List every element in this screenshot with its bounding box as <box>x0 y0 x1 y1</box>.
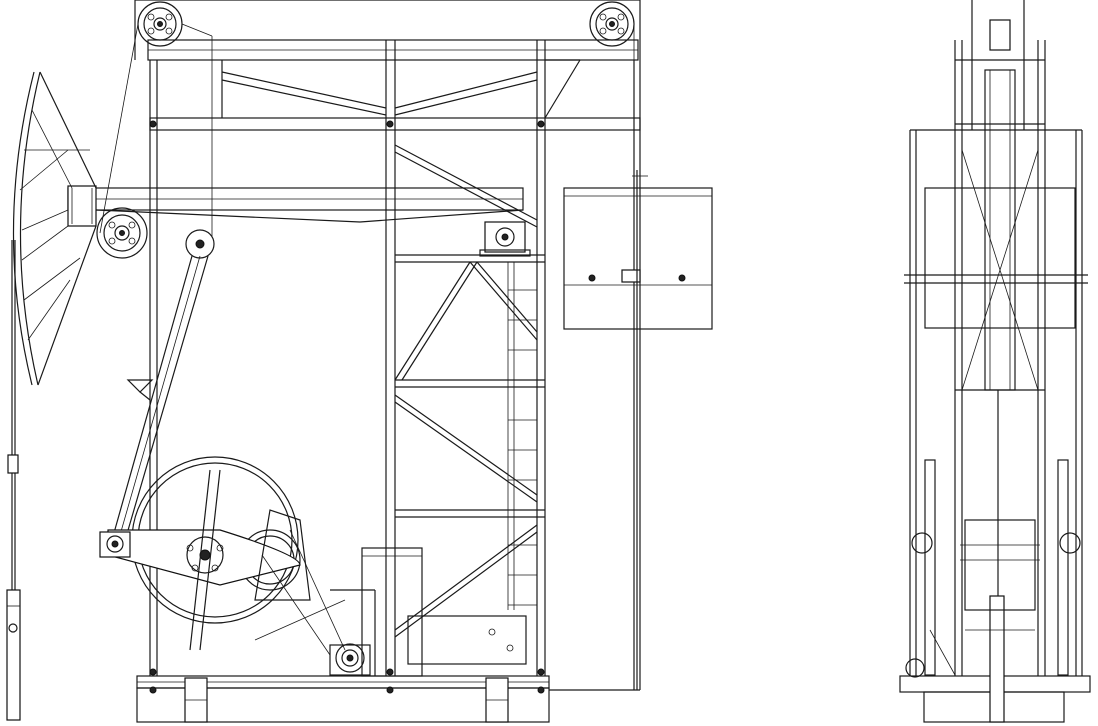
horse-head <box>12 71 97 386</box>
front-view <box>899 0 1091 723</box>
pitman-arm <box>111 229 215 545</box>
base-skid <box>136 675 640 723</box>
gearbox <box>254 509 376 676</box>
crank-arm <box>99 469 301 651</box>
crown-pulley-right <box>589 1 635 47</box>
polished-rod <box>6 240 21 721</box>
equalizer-pulley <box>96 207 148 259</box>
front-flywheels <box>905 459 1081 678</box>
front-mast <box>971 0 1025 596</box>
side-view <box>6 0 713 723</box>
front-base <box>899 595 1091 723</box>
crown-pulley-left <box>137 1 183 47</box>
main-tower-frame <box>134 0 641 694</box>
walking-beam <box>67 185 524 227</box>
motor-housing <box>361 547 527 677</box>
control-box <box>563 170 713 690</box>
saddle-bearing <box>479 221 531 257</box>
front-frame <box>904 40 1088 676</box>
wire-ropes <box>99 23 635 690</box>
guide-bracket <box>126 379 154 401</box>
